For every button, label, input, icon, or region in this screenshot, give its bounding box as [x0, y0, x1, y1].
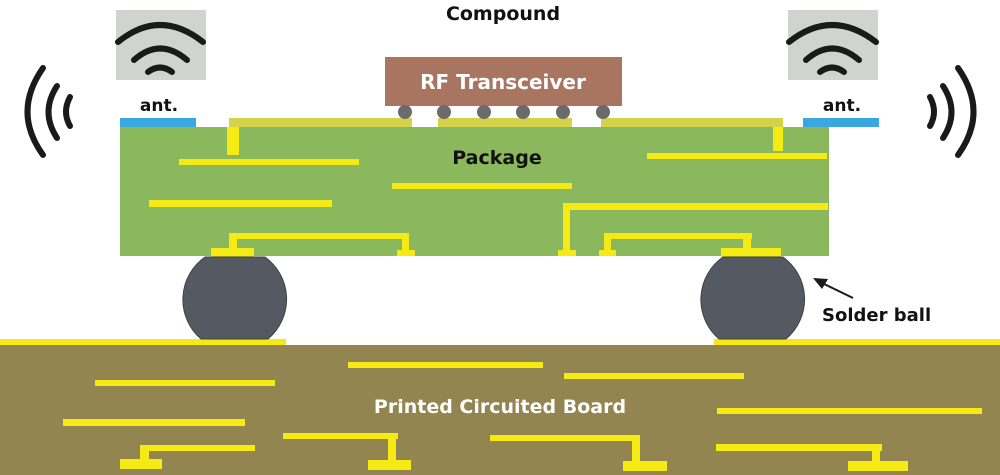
pcb-trace [490, 435, 640, 441]
package-pad [211, 248, 254, 257]
package-surface-trace [229, 118, 412, 127]
package-traces [149, 127, 828, 257]
wifi-icon-left [115, 10, 206, 80]
antenna-patch-right [803, 118, 879, 127]
compound-label: Compound [446, 3, 560, 25]
pcb-trace [632, 435, 640, 463]
package-trace [392, 183, 572, 189]
pcb-surface-trace [714, 339, 1000, 345]
radio-waves-left-icon [24, 65, 73, 158]
package-trace [229, 233, 409, 239]
package-via [773, 127, 783, 151]
package-label: Package [452, 147, 541, 169]
pcb-traces [63, 362, 982, 471]
pcb-trace [717, 408, 982, 414]
package-via [743, 233, 751, 250]
pcb-pad [623, 461, 667, 471]
pcb-trace [63, 419, 245, 426]
chip-bumps [398, 105, 610, 119]
wifi-icon-right [786, 10, 879, 80]
package-via [227, 127, 239, 155]
package-pad [558, 250, 576, 256]
bump [516, 105, 530, 119]
pcb-trace [140, 445, 255, 451]
bump [596, 105, 610, 119]
package-trace [179, 159, 359, 165]
pcb-label: Printed Circuited Board [374, 396, 626, 418]
pcb-trace [388, 433, 396, 461]
pcb-trace [140, 445, 149, 465]
package-via [402, 233, 409, 250]
solder-ball-left [182, 256, 288, 340]
pcb-pad [848, 461, 908, 471]
package-trace [604, 233, 752, 239]
radio-waves-right-icon [927, 65, 977, 158]
bump [556, 105, 570, 119]
pcb-pad [368, 460, 411, 470]
rf-transceiver-chip [385, 57, 622, 106]
package-via [229, 233, 237, 250]
antenna-label-right: ant. [823, 96, 861, 116]
pcb-trace [348, 362, 543, 368]
package-surface-trace [438, 118, 572, 127]
antenna-label-left: ant. [140, 96, 178, 116]
package-pad [397, 250, 415, 256]
pcb-trace [95, 380, 275, 386]
package-surface-trace [601, 118, 783, 127]
package-trace [647, 153, 827, 159]
bump [398, 105, 412, 119]
package-pad [721, 248, 781, 257]
package-via [563, 203, 570, 250]
package-via [604, 233, 611, 250]
rf-transceiver-label: RF Transceiver [420, 70, 586, 94]
package-trace [563, 203, 828, 210]
pcb-surface-trace [0, 339, 286, 345]
bump [437, 105, 451, 119]
package-pad [599, 250, 616, 256]
arrow-icon [813, 278, 854, 299]
pcb-pad [120, 459, 162, 469]
solder-ball-right [700, 256, 806, 340]
solder-ball-label: Solder ball [822, 305, 931, 326]
bump [477, 105, 491, 119]
pcb-trace [283, 433, 398, 439]
pcb-trace [564, 373, 744, 379]
pcb-trace [716, 444, 882, 451]
antenna-patch-left [120, 118, 196, 127]
package-trace [149, 200, 332, 207]
pcb-trace [872, 444, 880, 466]
